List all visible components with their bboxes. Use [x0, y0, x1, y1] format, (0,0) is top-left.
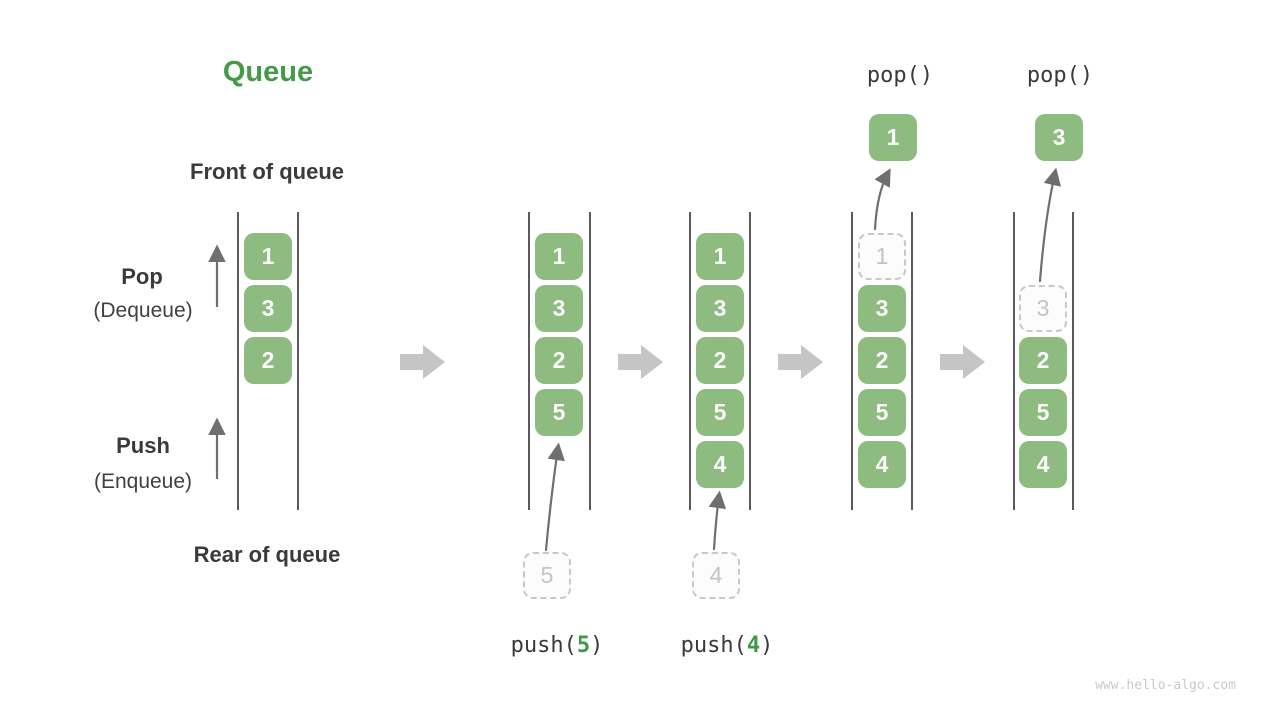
q3-item-4: 4	[696, 441, 744, 488]
push-5-label: push(5)	[511, 633, 604, 658]
q3-item-1: 1	[696, 233, 744, 280]
dequeue-sublabel: (Dequeue)	[93, 299, 193, 322]
q3-right-wall	[749, 212, 751, 510]
q4-right-wall	[911, 212, 913, 510]
q5-left-wall	[1013, 212, 1015, 510]
pop-label-1: pop()	[866, 63, 934, 88]
q1-right-wall	[297, 212, 299, 510]
q3-pending-item: 4	[692, 552, 740, 599]
push-4-close: )	[760, 633, 774, 658]
push-4-arrow	[708, 490, 727, 551]
push-4-fn: push(	[680, 633, 747, 658]
q2-item-1: 1	[535, 233, 583, 280]
q3-item-5: 5	[696, 389, 744, 436]
pop-1-arrow	[873, 168, 891, 231]
q3-item-3: 3	[696, 285, 744, 332]
enqueue-sublabel: (Enqueue)	[93, 470, 193, 493]
flow-arrow-2	[618, 345, 663, 379]
q4-left-wall	[851, 212, 853, 510]
push-5-arrow	[544, 442, 565, 552]
diagram-title: Queue	[222, 56, 314, 88]
q5-popped-item: 3	[1035, 114, 1083, 161]
push-5-arg: 5	[576, 633, 591, 658]
q2-item-2: 2	[535, 337, 583, 384]
q5-item-5: 5	[1019, 389, 1067, 436]
front-of-queue-label: Front of queue	[190, 159, 344, 184]
q5-right-wall	[1072, 212, 1074, 510]
site-watermark: www.hello-algo.com	[1095, 678, 1236, 693]
q4-item-3: 3	[858, 285, 906, 332]
flow-arrow-3	[778, 345, 823, 379]
q2-item-5: 5	[535, 389, 583, 436]
push-5-fn: push(	[510, 633, 577, 658]
flow-arrow-1	[400, 345, 445, 379]
flow-arrow-4	[940, 345, 985, 379]
q2-left-wall	[528, 212, 530, 510]
q1-item-3: 3	[244, 285, 292, 332]
push-5-close: )	[590, 633, 604, 658]
pop-label-2: pop()	[1026, 63, 1094, 88]
q5-item-2: 2	[1019, 337, 1067, 384]
q1-item-2: 2	[244, 337, 292, 384]
q2-item-3: 3	[535, 285, 583, 332]
q5-removed-item: 3	[1019, 285, 1067, 332]
q4-item-5: 5	[858, 389, 906, 436]
rear-of-queue-label: Rear of queue	[193, 542, 341, 567]
q4-removed-item: 1	[858, 233, 906, 280]
pop-label: Pop	[121, 264, 163, 289]
push-4-label: push(4)	[681, 633, 774, 658]
q3-item-2: 2	[696, 337, 744, 384]
q4-popped-item: 1	[869, 114, 917, 161]
push-4-arg: 4	[746, 633, 761, 658]
q5-item-4: 4	[1019, 441, 1067, 488]
q2-right-wall	[589, 212, 591, 510]
q4-item-2: 2	[858, 337, 906, 384]
q1-left-wall	[237, 212, 239, 510]
q2-pending-item: 5	[523, 552, 571, 599]
push-label: Push	[116, 433, 170, 458]
q4-item-4: 4	[858, 441, 906, 488]
q3-left-wall	[689, 212, 691, 510]
q1-item-1: 1	[244, 233, 292, 280]
pop-3-arrow	[1038, 167, 1061, 283]
